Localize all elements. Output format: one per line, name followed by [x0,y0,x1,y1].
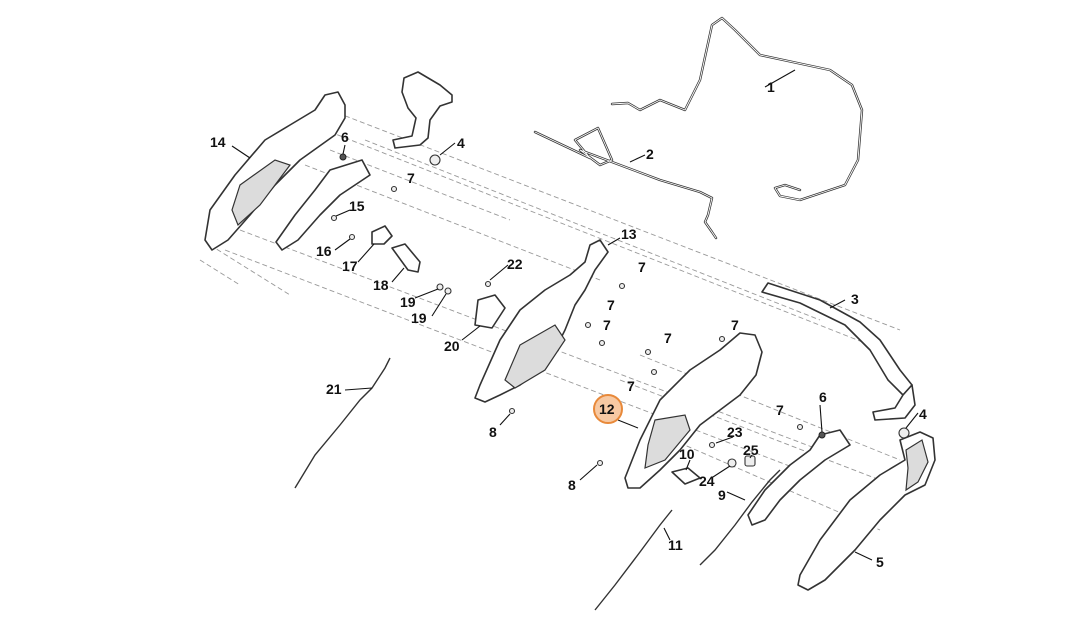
label-24: 24 [699,473,715,489]
label-14: 14 [210,134,226,150]
label-25: 25 [743,442,759,458]
label-9: 9 [718,487,726,503]
label-2: 2 [646,146,654,162]
label-7a: 7 [407,170,415,186]
part-14-left-handle-cover[interactable] [204,91,346,251]
label-20: 20 [444,338,460,354]
label-7h: 7 [776,402,784,418]
label-1: 1 [767,79,775,95]
label-15: 15 [349,198,365,214]
part-10-latch[interactable] [671,467,701,485]
part-11-cable[interactable] [594,509,673,611]
label-8a: 8 [489,424,497,440]
callout-labels: 1 2 3 4 4 5 6 6 7 7 7 7 7 7 7 7 8 8 9 10… [210,79,927,570]
part-2-control-bar[interactable] [533,126,718,240]
part-13-left-control-housing[interactable] [474,239,609,403]
label-23: 23 [727,424,743,440]
label-16: 16 [316,243,332,259]
label-7b: 7 [638,259,646,275]
label-5: 5 [876,554,884,570]
label-4b: 4 [919,406,927,422]
part-4-clamp-left[interactable] [392,71,453,166]
part-12-right-control-housing[interactable] [624,332,763,489]
part-18-bolt[interactable] [391,243,421,273]
label-13: 13 [621,226,637,242]
label-7d: 7 [603,317,611,333]
label-22: 22 [507,256,523,272]
part-20-switch[interactable] [474,294,506,329]
screws [330,153,826,467]
part-25-bushing[interactable] [744,455,756,467]
label-3: 3 [851,291,859,307]
label-19b: 19 [411,310,427,326]
label-7e: 7 [664,330,672,346]
part-frame-left-upper[interactable] [275,159,371,251]
label-19a: 19 [400,294,416,310]
label-18: 18 [373,277,389,293]
label-17: 17 [342,258,358,274]
label-6a: 6 [341,129,349,145]
label-8b: 8 [568,477,576,493]
label-7c: 7 [607,297,615,313]
part-21-cable[interactable] [294,357,391,489]
label-6b: 6 [819,389,827,405]
part-12-highlight-marker[interactable] [593,394,623,424]
part-24-spacer[interactable] [727,458,737,468]
part-3-lower-handle-tube[interactable] [761,282,916,421]
label-21: 21 [326,381,342,397]
label-11: 11 [668,537,683,553]
label-12: 12 [599,401,615,417]
part-9-cable[interactable] [699,469,781,566]
part-5-right-handle-cover[interactable] [797,431,936,591]
part-1-upper-handle-bar[interactable] [610,16,864,202]
leader-lines [231,69,919,561]
label-4a: 4 [457,135,465,151]
label-10: 10 [679,446,695,462]
label-7g: 7 [731,317,739,333]
label-7f: 7 [627,378,635,394]
part-17-cap[interactable] [371,225,393,245]
part-frame-right-lower[interactable] [747,429,851,526]
